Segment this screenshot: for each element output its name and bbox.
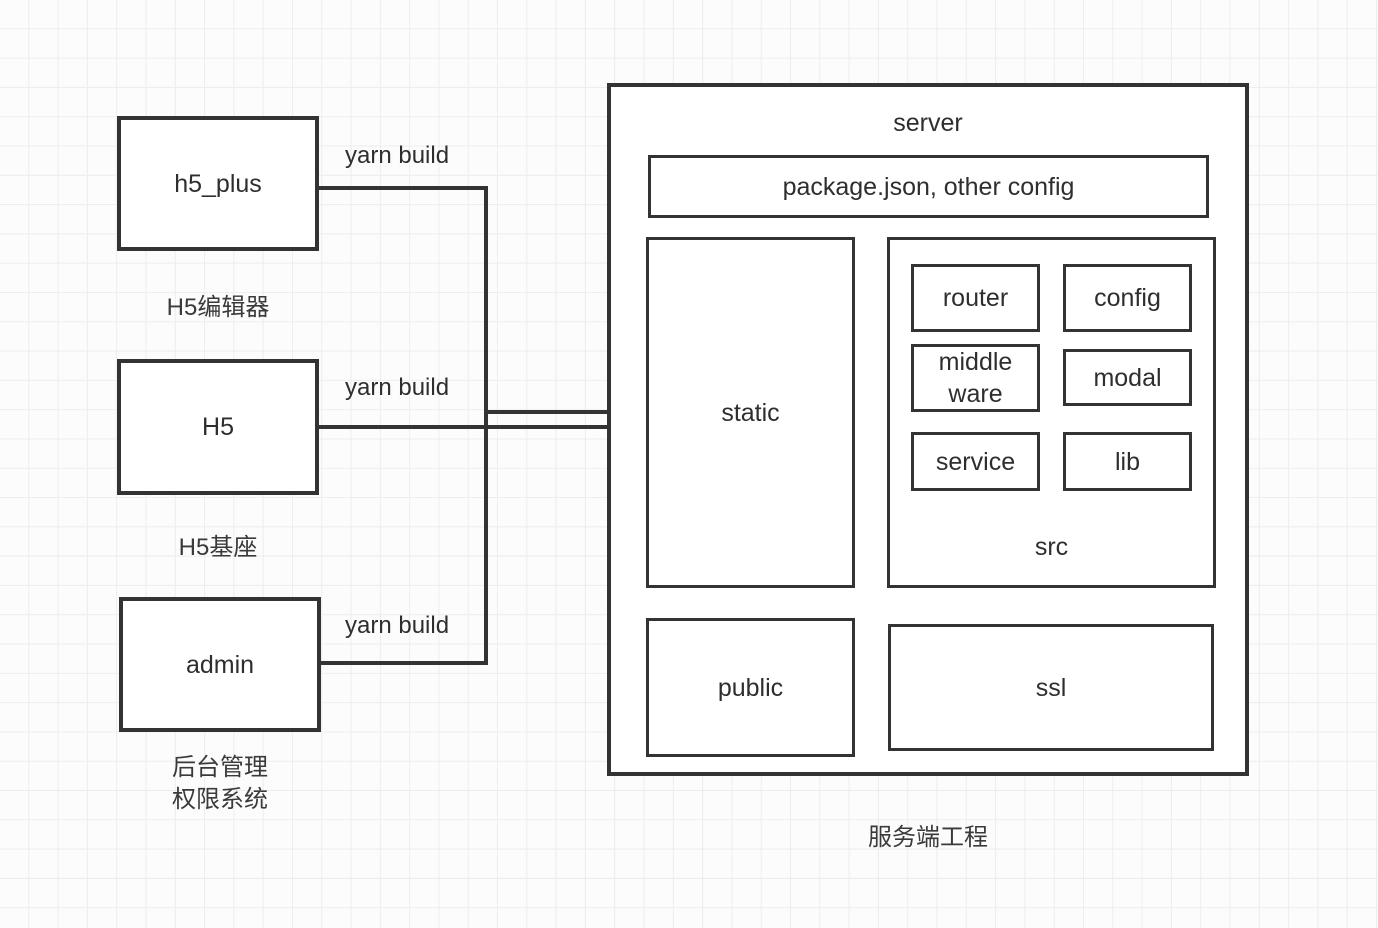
src-item-lib[interactable]: lib — [1063, 432, 1192, 491]
src-item-modal-label: modal — [1093, 363, 1162, 392]
connector-h5-plus-horizontal — [316, 186, 488, 190]
src-item-lib-label: lib — [1114, 447, 1140, 476]
node-h5[interactable]: H5 — [117, 359, 319, 495]
caption-admin: 后台管理 权限系统 — [172, 754, 268, 814]
src-item-config[interactable]: config — [1063, 264, 1192, 332]
server-src-title: src — [1034, 533, 1069, 561]
server-public-label: public — [717, 673, 784, 702]
src-item-service[interactable]: service — [911, 432, 1040, 491]
caption-h5: H5基座 — [178, 534, 258, 561]
connector-admin-horizontal — [318, 661, 488, 665]
connector-trunk-to-static — [484, 410, 609, 414]
caption-h5-plus: H5编辑器 — [166, 294, 270, 321]
server-config-box[interactable]: package.json, other config — [648, 155, 1209, 218]
src-item-router[interactable]: router — [911, 264, 1040, 332]
server-ssl-box[interactable]: ssl — [888, 624, 1214, 751]
edge-label-h5: yarn build — [345, 374, 450, 401]
src-item-modal[interactable]: modal — [1063, 349, 1192, 406]
edge-label-h5-plus: yarn build — [345, 142, 450, 169]
src-item-middleware-label: middle ware — [938, 348, 1013, 408]
server-public-box[interactable]: public — [646, 618, 855, 757]
node-h5-plus[interactable]: h5_plus — [117, 116, 319, 251]
node-h5-label: H5 — [202, 413, 234, 441]
node-h5-plus-label: h5_plus — [174, 169, 262, 198]
connector-h5-to-static — [316, 425, 609, 429]
edge-label-admin: yarn build — [345, 612, 450, 639]
src-item-middleware[interactable]: middle ware — [911, 344, 1040, 412]
server-title: server — [893, 109, 963, 137]
server-ssl-label: ssl — [1035, 673, 1067, 702]
src-item-config-label: config — [1094, 284, 1161, 312]
caption-server: 服务端工程 — [868, 824, 988, 851]
server-static-label: static — [721, 398, 780, 427]
server-static-box[interactable]: static — [646, 237, 855, 588]
src-item-router-label: router — [942, 284, 1009, 312]
src-item-service-label: service — [935, 447, 1016, 476]
node-admin[interactable]: admin — [119, 597, 321, 732]
node-admin-label: admin — [185, 650, 255, 679]
server-config-label: package.json, other config — [782, 172, 1075, 201]
